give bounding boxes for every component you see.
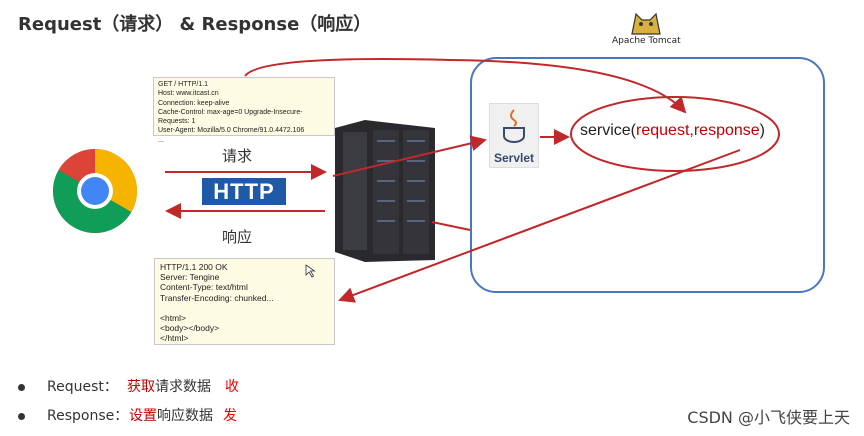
bullet-tag: 收 [225, 379, 239, 395]
bullet-rest: 请求数据 [155, 379, 211, 395]
http-label: HTTP [202, 178, 286, 205]
service-prefix: service( [580, 122, 637, 139]
response-line: HTTP/1.1 200 OK [160, 262, 228, 272]
bullet-term: Response： [47, 408, 129, 424]
service-suffix: ) [759, 122, 765, 139]
response-line: Transfer-Encoding: chunked... [160, 292, 274, 303]
request-line: ... [158, 136, 164, 144]
bullet-term: Request： [47, 379, 118, 395]
bullet-tag: 发 [223, 408, 237, 424]
bullet-dot [18, 412, 25, 420]
tomcat-logo-icon [631, 12, 661, 35]
java-cup-icon [503, 109, 525, 143]
bullet-highlight: 获取 [127, 379, 155, 395]
service-response-param: response [693, 122, 760, 139]
response-blank [160, 303, 329, 313]
response-label: 响应 [222, 228, 253, 246]
tomcat-container [470, 57, 825, 293]
servlet-icon: Servlet [489, 103, 539, 168]
request-line: GET / HTTP/1.1 [158, 81, 209, 88]
response-line: <html> [160, 312, 186, 323]
http-request-message: GET / HTTP/1.1 Host: www.itcast.cn Conne… [153, 77, 335, 144]
bullet-request: Request： 获取请求数据收 [18, 376, 239, 396]
service-method: service(request,response) [580, 122, 765, 140]
request-label: 请求 [222, 147, 253, 165]
request-line: Host: www.itcast.cn [158, 90, 219, 98]
service-request-param: request [636, 122, 690, 139]
page-title: Request（请求） & Response（响应） [18, 14, 372, 35]
chrome-browser-icon [52, 148, 138, 234]
container-to-server-line [431, 221, 471, 231]
server-rack-icon [335, 120, 435, 262]
request-line: User-Agent: Mozilla/5.0 Chrome/91.0.4472… [158, 127, 305, 135]
request-line: Cache-Control: max-age=0 Upgrade-Insecur… [158, 108, 303, 126]
http-response-message: HTTP/1.1 200 OK Server: Tengine Content-… [154, 258, 335, 345]
tomcat-label: Apache Tomcat [612, 36, 681, 46]
response-line: <body></body> [160, 323, 220, 334]
response-line: Content-Type: text/html [160, 282, 248, 293]
response-line: Server: Tengine [160, 272, 220, 283]
response-line: </html> [160, 333, 189, 344]
request-line: Connection: keep-alive [158, 99, 230, 107]
servlet-label: Servlet [493, 151, 535, 165]
bullet-rest: 响应数据 [157, 408, 213, 424]
bullet-highlight: 设置 [129, 408, 157, 424]
watermark: CSDN @小飞侠要上天 [687, 408, 850, 427]
bullet-response: Response：设置响应数据发 [18, 405, 237, 425]
bullet-dot [18, 383, 25, 391]
